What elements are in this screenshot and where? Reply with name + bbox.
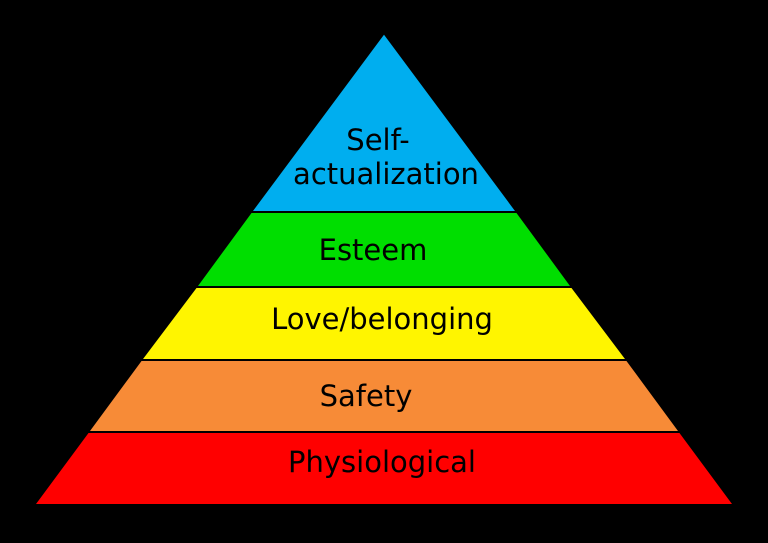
label-love-belonging: Love/belonging [271, 302, 493, 336]
label-safety: Safety [320, 379, 413, 413]
label-self-actualization-line1: Self- [346, 123, 409, 157]
pyramid-level-physiological [33, 431, 735, 506]
label-self-actualization-line2: actualization [293, 157, 479, 191]
label-esteem: Esteem [319, 233, 428, 267]
label-physiological: Physiological [288, 445, 476, 479]
